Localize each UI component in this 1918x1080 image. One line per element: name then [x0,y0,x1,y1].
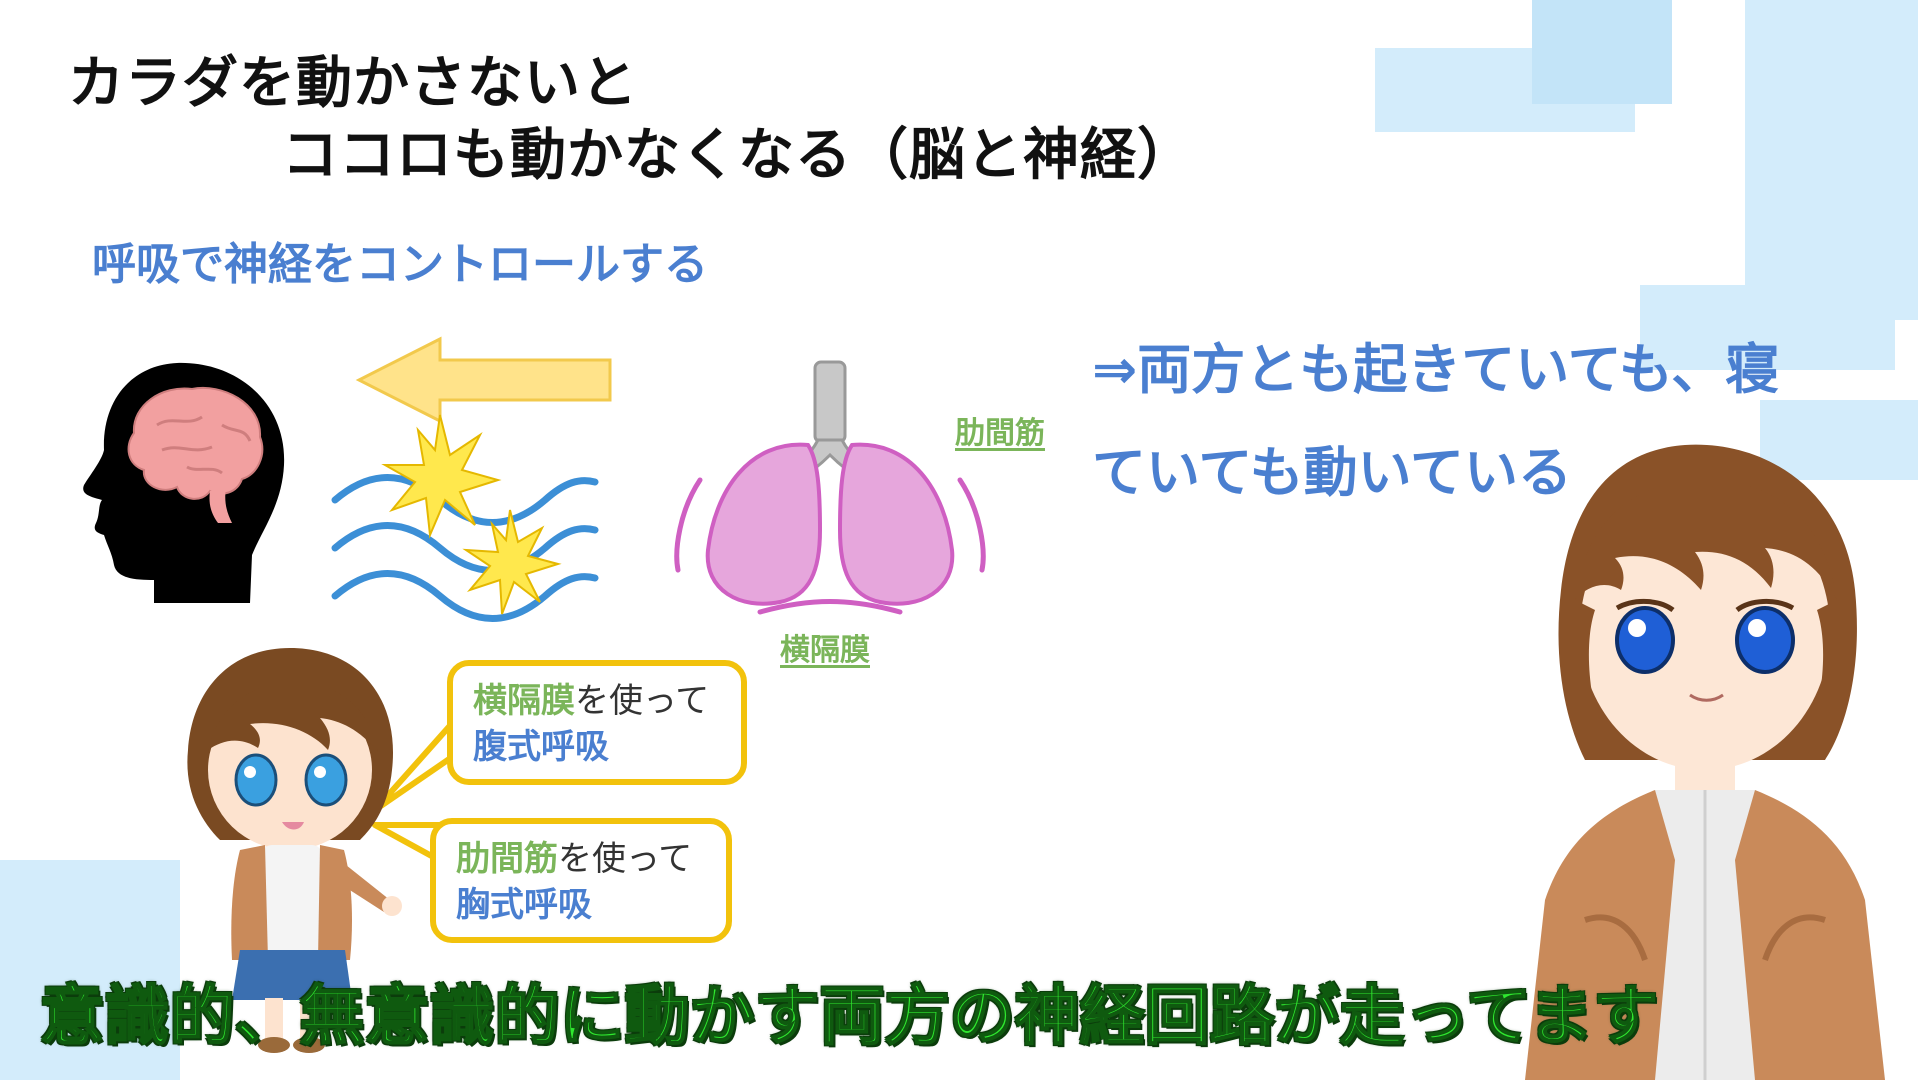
right-text-line2: ていても動いている [1092,441,1573,504]
page-title-line1: カラダを動かさないと [68,51,638,116]
left-arrow-icon [355,336,612,424]
nerve-waves-icon [331,414,599,622]
bubble-line: 横隔膜を使って [473,678,721,724]
speech-bubble-chest: 肋間筋を使って 胸式呼吸 [430,818,732,943]
bubble-breathing-type: 腹式呼吸 [473,727,609,767]
bubble-line: 肋間筋を使って [456,836,706,882]
chibi-character-illustration [187,648,402,1053]
bg-deco-square [1532,0,1672,104]
page-title-line2: ココロも動かなくなる（脳と神経） [282,123,1194,188]
bubble-breathing-type: 胸式呼吸 [456,885,592,925]
bg-deco-square [1745,0,1918,320]
presenter-character-illustration [1525,444,1885,1080]
label-intercostal: 肋間筋 [955,416,1045,451]
right-text-line1: ⇒両方とも起きていても、寝 [1092,338,1780,401]
speech-bubble-abdominal: 横隔膜を使って 腹式呼吸 [447,660,747,785]
right-lung [837,442,955,606]
video-caption: 意識的、無意識的に動かす両方の神経回路が走ってます [39,979,1659,1055]
bubble-tail [372,822,450,868]
bubble-text: を使って [575,681,710,721]
section-subtitle: 呼吸で神経をコントロールする [92,239,708,290]
brain-shape [127,386,264,500]
label-diaphragm: 横隔膜 [780,633,870,668]
left-lung [705,442,823,606]
lungs-icon [674,360,986,615]
head-brain-icon [83,362,285,603]
bubble-text: を使って [558,839,693,879]
spark-icon [462,509,562,615]
bg-deco-square [1760,400,1918,480]
bubble-term: 横隔膜 [473,681,575,721]
bg-deco-square [1640,285,1895,370]
bubble-term: 肋間筋 [456,839,558,879]
spark-icon [381,414,502,539]
bg-deco-square [0,860,180,1080]
